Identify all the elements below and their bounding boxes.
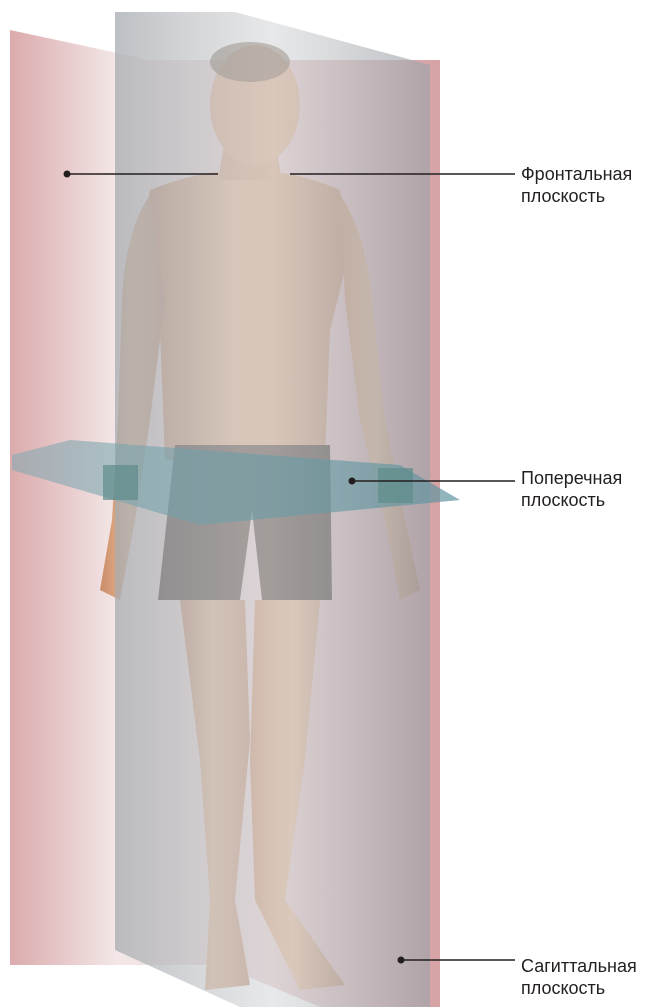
transverse-plane-label-line2: плоскость bbox=[521, 489, 622, 511]
sagittal-plane-label-line2: плоскость bbox=[521, 977, 637, 999]
transverse-plane-label-line1: Поперечная bbox=[521, 467, 622, 489]
right-wrist-band bbox=[378, 468, 413, 503]
frontal-plane-label: Фронтальная плоскость bbox=[521, 163, 632, 207]
left-wrist-band bbox=[103, 465, 138, 500]
frontal-plane-label-line2: плоскость bbox=[521, 185, 632, 207]
sagittal-plane-label-line1: Сагиттальная bbox=[521, 955, 637, 977]
frontal-plane-label-line1: Фронтальная bbox=[521, 163, 632, 185]
sagittal-plane-label: Сагиттальная плоскость bbox=[521, 955, 637, 999]
transverse-plane-label: Поперечная плоскость bbox=[521, 467, 622, 511]
